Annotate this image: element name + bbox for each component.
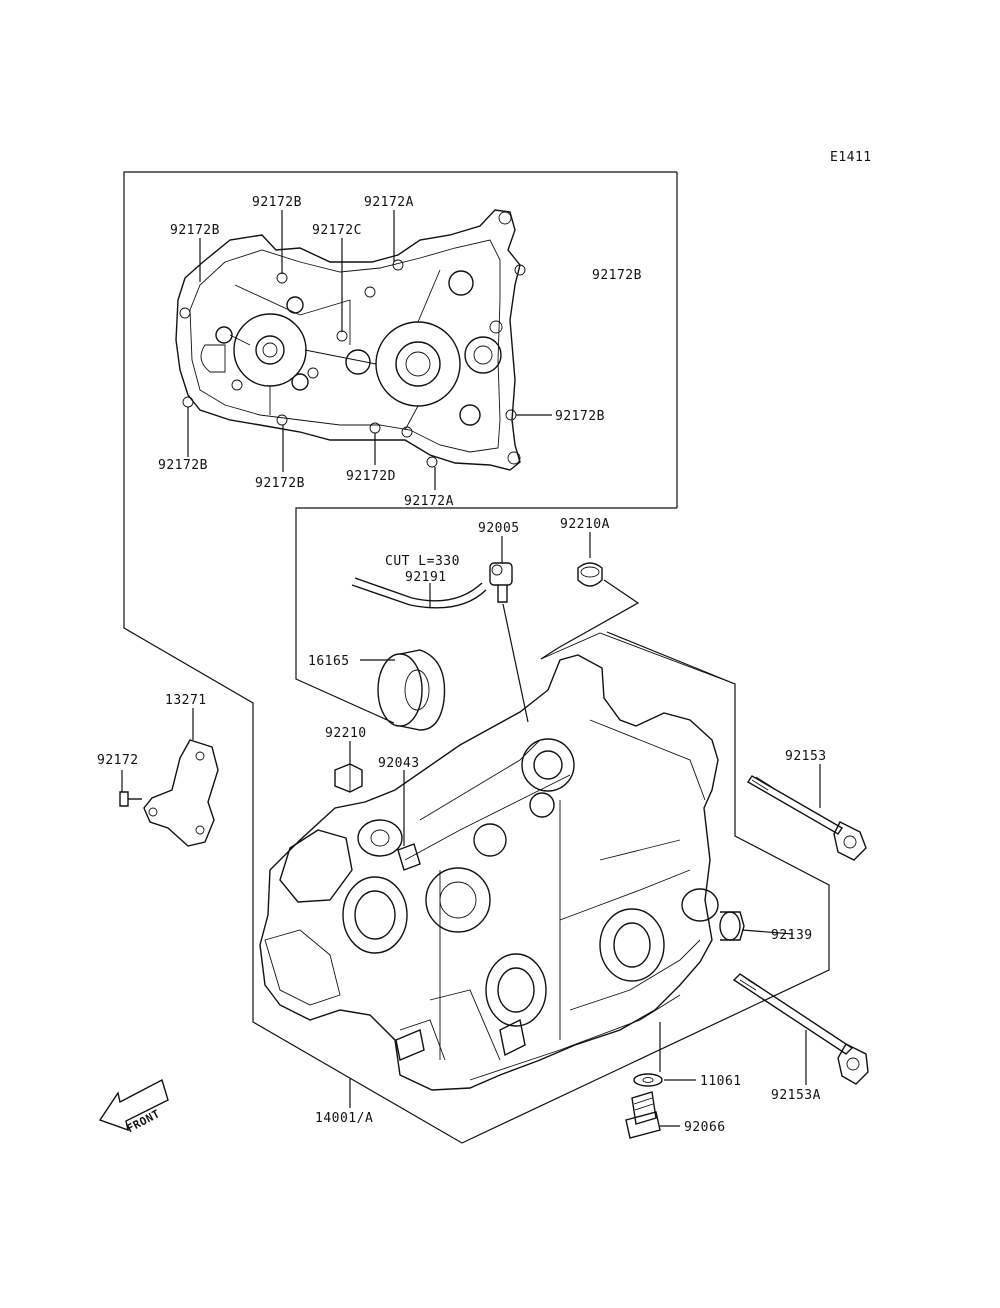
- cap-92210a: [540, 532, 736, 685]
- label-92172b-bottom-left: 92172B: [158, 458, 208, 473]
- part-leaders: [349, 929, 794, 1108]
- bolt-92153a: [732, 973, 869, 1085]
- front-arrow-icon: FRONT: [98, 1078, 169, 1135]
- bushing-92139: [719, 911, 745, 941]
- dowel-92043: [397, 770, 421, 871]
- label-92005: 92005: [478, 521, 520, 536]
- breather-hose: [351, 577, 487, 609]
- label-92172: 92172: [97, 753, 139, 768]
- gasket: [175, 209, 526, 471]
- breather-fitting: [489, 536, 529, 723]
- bracket-13271: [119, 708, 219, 847]
- bearing-16165: [360, 649, 446, 731]
- label-92153a: 92153A: [771, 1088, 821, 1103]
- label-92172b-bottom: 92172B: [255, 476, 305, 491]
- label-92191: 92191: [405, 570, 447, 585]
- label-92139: 92139: [771, 928, 813, 943]
- label-92210: 92210: [325, 726, 367, 741]
- label-13271: 13271: [165, 693, 207, 708]
- label-cut-note: CUT L=330: [385, 554, 460, 569]
- washer-11061: [633, 1022, 696, 1087]
- label-92043: 92043: [378, 756, 420, 771]
- label-92172c: 92172C: [312, 223, 362, 238]
- bolt-92153: [747, 764, 867, 861]
- label-92172a-top: 92172A: [364, 195, 414, 210]
- cap-92210: [334, 741, 363, 793]
- diagram-code: E1411: [830, 150, 872, 165]
- label-92172b-top: 92172B: [252, 195, 302, 210]
- label-92210a: 92210A: [560, 517, 610, 532]
- label-14001a: 14001/A: [315, 1111, 373, 1126]
- label-92172a-bottom: 92172A: [404, 494, 454, 509]
- label-92153: 92153: [785, 749, 827, 764]
- label-92172b-right-top: 92172B: [592, 268, 642, 283]
- label-11061: 11061: [700, 1074, 742, 1089]
- label-92066: 92066: [684, 1120, 726, 1135]
- label-92172d: 92172D: [346, 469, 396, 484]
- front-label: FRONT: [125, 1107, 163, 1135]
- label-92172b-left: 92172B: [170, 223, 220, 238]
- label-16165: 16165: [308, 654, 350, 669]
- crankcase: [259, 654, 719, 1091]
- plug-92066: [625, 1091, 680, 1139]
- gasket-leaders: [187, 210, 552, 490]
- label-92172b-right: 92172B: [555, 409, 605, 424]
- group-outline: [123, 171, 830, 1144]
